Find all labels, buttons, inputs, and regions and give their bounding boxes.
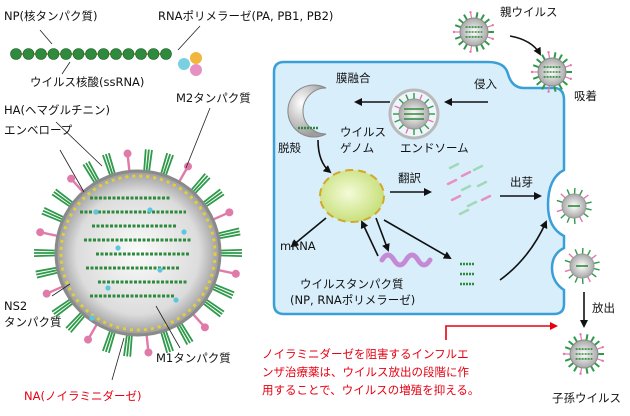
budding-virus-icon-2	[565, 248, 600, 284]
budding-virus-icon	[557, 188, 592, 224]
progeny-virus-label: 子孫ウイルス	[552, 391, 621, 405]
na-label: NA(ノイラミニダーゼ)	[24, 389, 141, 403]
viral-genome-label-2: ゲノム	[340, 141, 374, 155]
np-chain	[11, 49, 172, 60]
note-pointer	[446, 326, 556, 340]
uncoating-label: 脱殻	[278, 141, 301, 155]
viral-rna-label: ウイルス核酸(ssRNA)	[30, 75, 144, 89]
progeny-virus-icon	[563, 333, 604, 375]
m2-label: M2タンパク質	[176, 91, 251, 105]
ha-label: HA(ヘマグルチニン)	[4, 103, 110, 117]
parent-virus-icon	[453, 11, 494, 53]
mrna-label: mRNA	[280, 239, 316, 253]
entry-label: 侵入	[474, 77, 497, 91]
nucleus	[320, 170, 384, 222]
rna-polymerase-icon	[178, 52, 202, 76]
endosome-label: エンドソーム	[400, 141, 469, 155]
note-line-3: 用することで、ウイルスの増殖を抑える。	[262, 383, 479, 397]
envelope-label: エンベロープ	[4, 123, 73, 137]
virion-icon	[34, 149, 242, 356]
translation-label: 翻訳	[398, 171, 421, 185]
m1-label: M1タンパク質	[156, 351, 231, 365]
adsorbing-virus-icon	[531, 51, 572, 93]
endosome-icon	[390, 90, 438, 138]
budding-label: 出芽	[510, 175, 533, 189]
release-label: 放出	[592, 301, 615, 315]
viral-protein-label-1: ウイルスタンパク質	[300, 277, 404, 291]
note-line-2: ンザ治療薬は、ウイルス放出の段階に作	[262, 365, 469, 379]
membrane-fusion-label: 膜融合	[336, 71, 371, 85]
ns2-label-line1: NS2	[4, 299, 27, 313]
note-line-1: ノイラミニダーゼを阻害するインフルエ	[262, 347, 469, 361]
np-label: NP(核タンパク質)	[4, 9, 98, 23]
viral-genome-label-1: ウイルス	[340, 125, 386, 139]
rna-polymerase-label: RNAポリメラーゼ(PA, PB1, PB2)	[158, 9, 333, 23]
viral-protein-label-2: (NP, RNAポリメラーゼ)	[290, 293, 415, 307]
parent-virus-label: 親ウイルス	[500, 5, 558, 19]
ns2-label-line2: タンパク質	[4, 315, 62, 329]
adsorption-label: 吸着	[574, 89, 597, 103]
